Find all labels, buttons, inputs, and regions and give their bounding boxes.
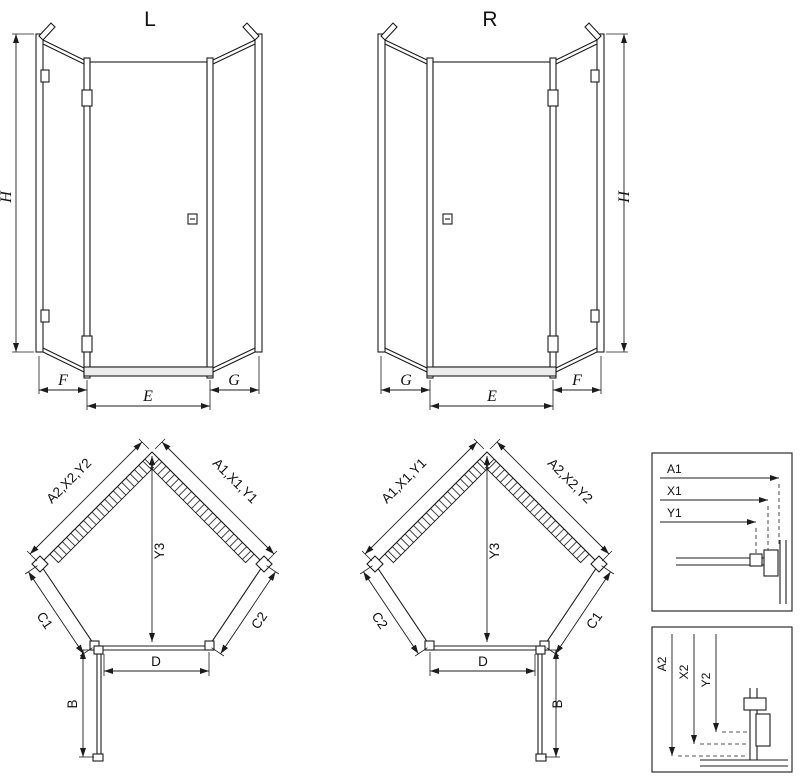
dim-label-d: D (151, 654, 161, 669)
plan-right-view: A1,X1,Y1 A2,X2,Y2 Y3 C2 C1 D B (360, 439, 614, 761)
detail-label-y1: Y1 (667, 506, 682, 520)
dim-label-y3: Y3 (487, 543, 502, 560)
dim-label-f: F (57, 372, 68, 389)
plan-left-view: A2,X2,Y2 A1,X1,Y1 Y3 C1 C2 D B (25, 439, 279, 761)
corner-profile-section (676, 540, 787, 604)
elevation-right-view: R H G E F (378, 8, 633, 410)
dim-label-e: E (142, 388, 153, 405)
dim-label-upper-right: A2,X2,Y2 (545, 455, 596, 506)
dim-label-c2: C2 (369, 609, 391, 632)
dim-label-c1: C1 (583, 609, 605, 632)
elevation-left-view: L H F E G (0, 8, 262, 410)
elevation-left-geometry (12, 23, 262, 410)
dim-label-d: D (478, 654, 488, 669)
corner-profile-section (700, 688, 788, 767)
detail-label-x1: X1 (667, 484, 682, 498)
dim-label-y3: Y3 (152, 543, 167, 560)
view-title-left: L (144, 8, 156, 31)
dim-label-upper-left: A1,X1,Y1 (378, 455, 429, 506)
detail-inset-horizontal: A1 X1 Y1 (651, 452, 793, 612)
detail-box-frame (651, 452, 793, 612)
dim-label-c1: C1 (34, 609, 56, 632)
detail-label-x2: X2 (677, 664, 691, 679)
detail-label-a2: A2 (655, 656, 669, 671)
detail-inset-vertical: A2 X2 Y2 (651, 626, 793, 773)
dim-label-e: E (486, 388, 497, 405)
detail-label-y2: Y2 (699, 672, 713, 687)
dim-label-f: F (571, 372, 582, 389)
dim-label-upper-right: A1,X1,Y1 (210, 455, 261, 506)
detail-box-frame (651, 626, 793, 773)
dim-label-g: G (228, 372, 240, 389)
elevation-right-geometry (378, 23, 628, 410)
dim-label-h: H (616, 190, 633, 204)
dim-label-h: H (0, 190, 15, 204)
dim-label-upper-left: A2,X2,Y2 (43, 455, 94, 506)
detail-label-a1: A1 (667, 462, 682, 476)
dim-label-g: G (400, 372, 412, 389)
dim-label-b: B (65, 699, 80, 708)
view-title-right: R (482, 8, 497, 31)
dim-label-b: B (550, 699, 565, 708)
dim-label-c2: C2 (248, 609, 270, 632)
